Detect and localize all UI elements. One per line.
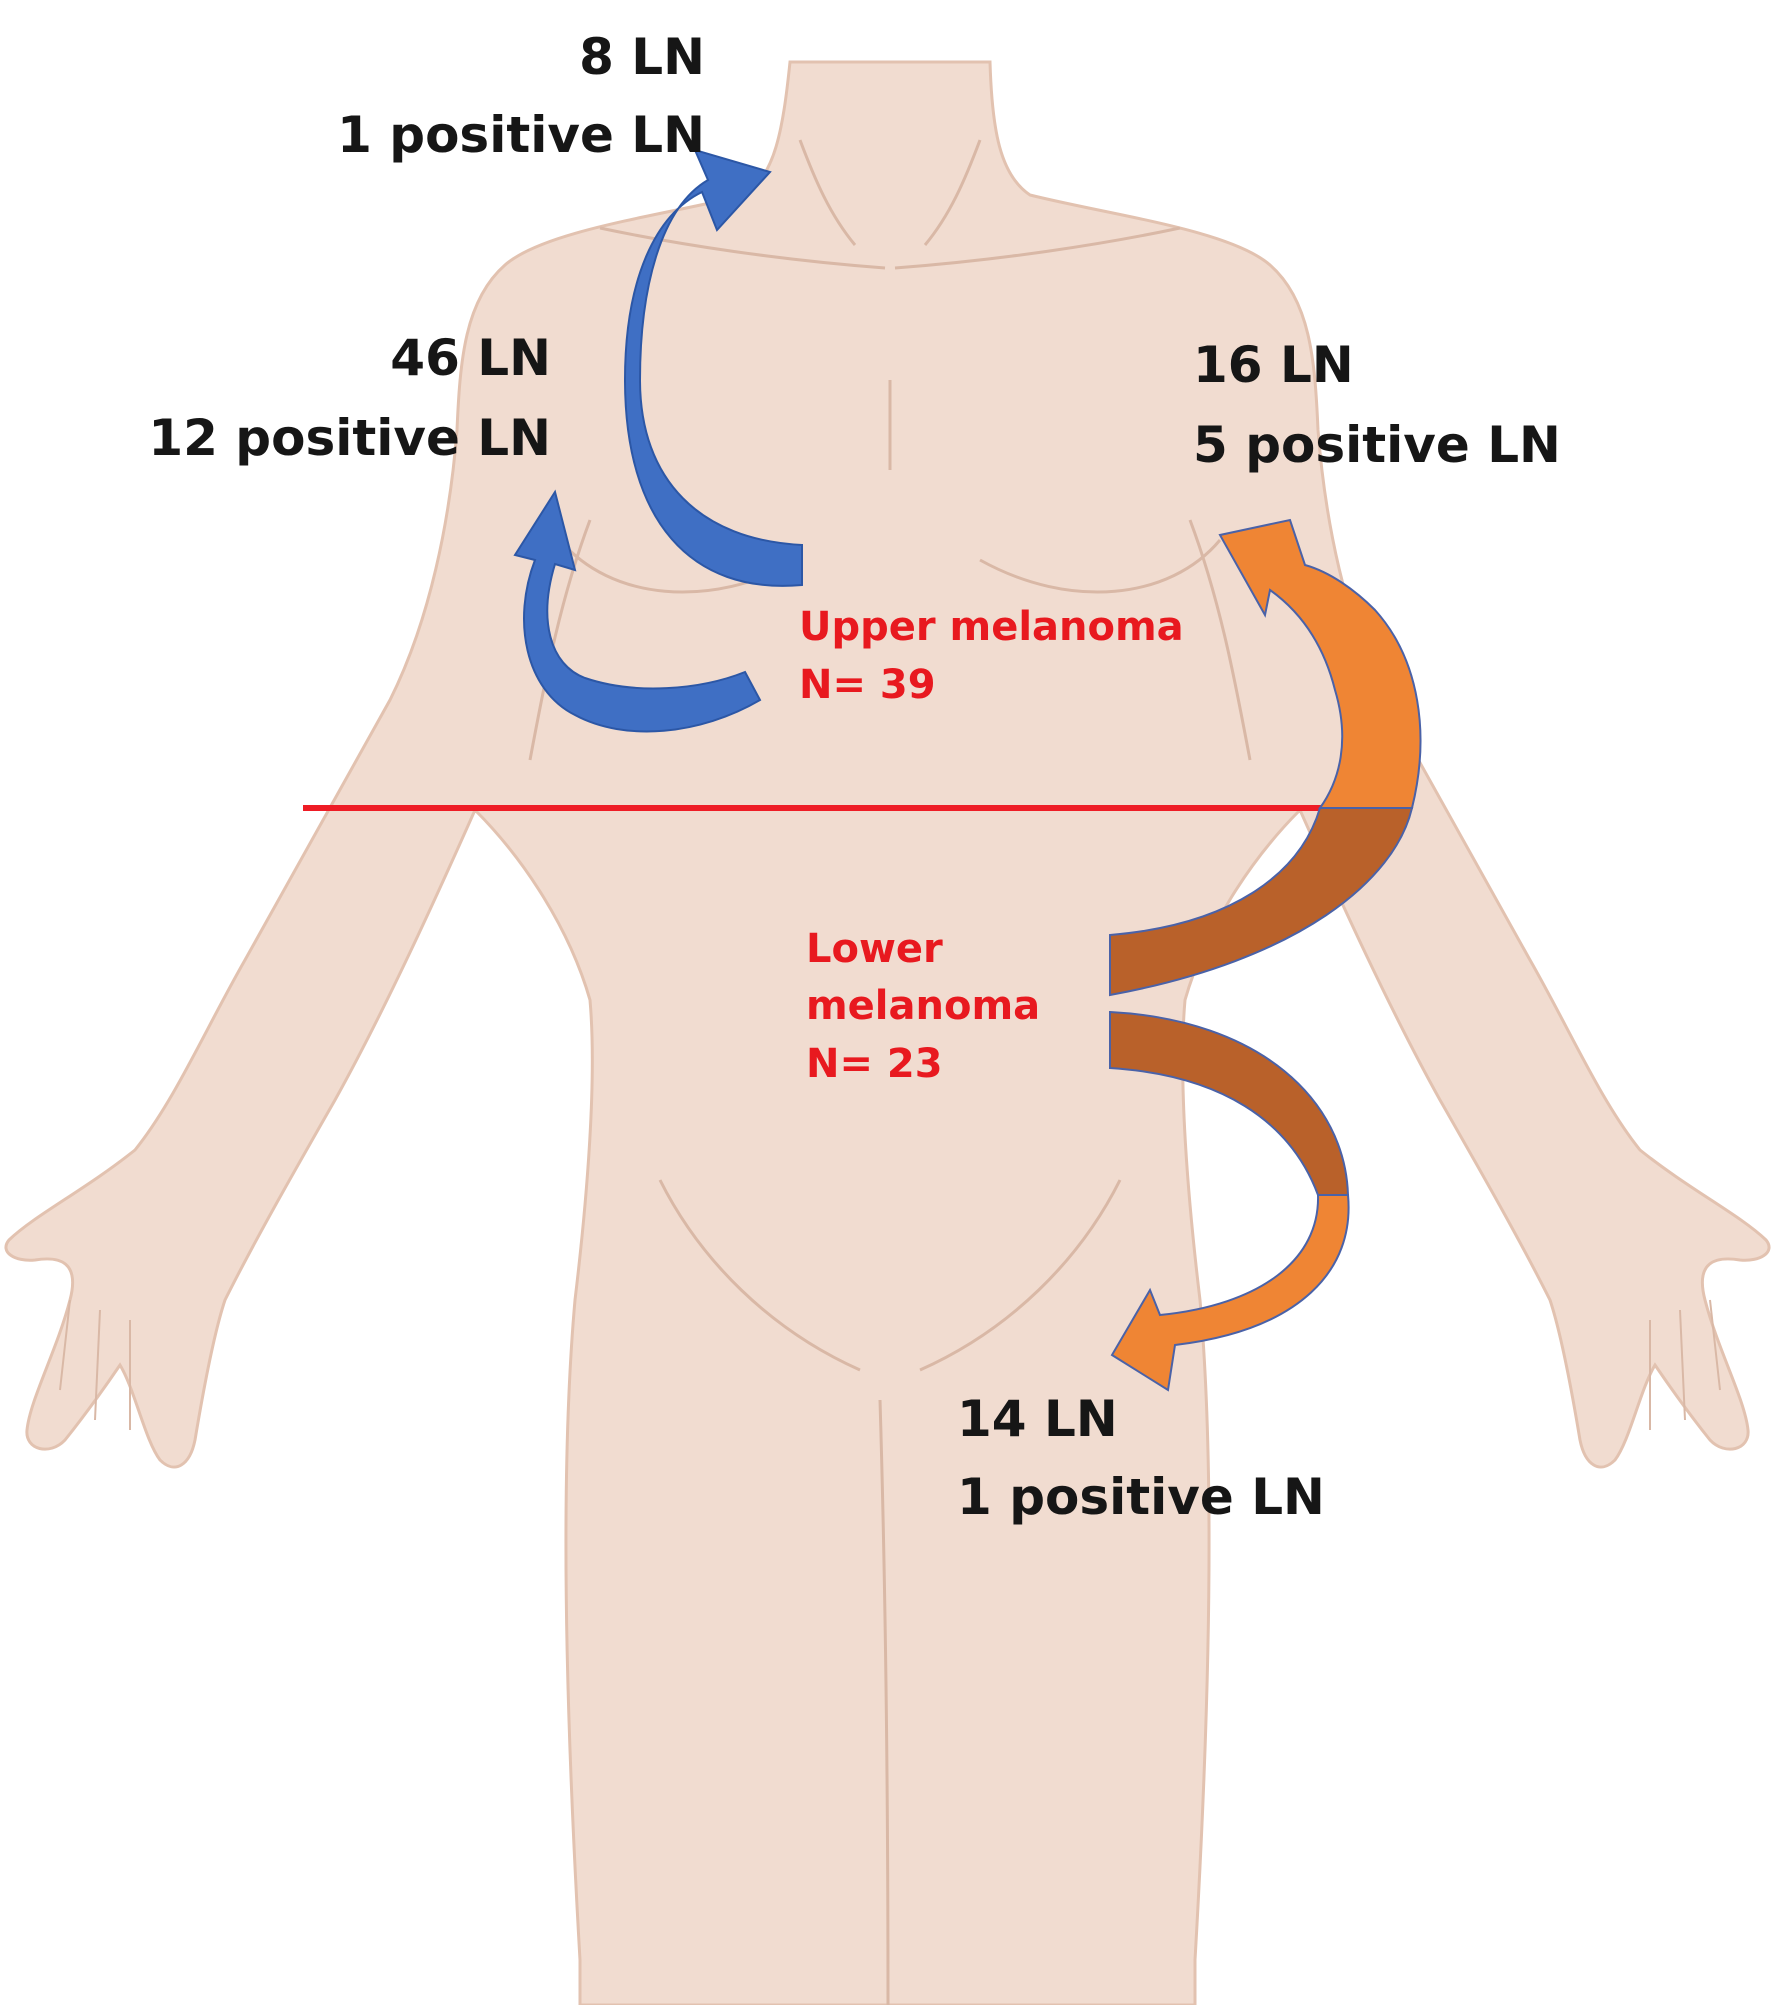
- pectoral-crease-right: [979, 539, 1222, 594]
- neck-ln-count: 8 LN: [579, 28, 705, 86]
- left-axilla-ln-count: 46 LN: [390, 329, 551, 387]
- left-axilla-positive-ln: 12 positive LN: [148, 409, 551, 467]
- clavicle-right: [894, 226, 1181, 270]
- right-axilla-positive-ln: 5 positive LN: [1193, 416, 1561, 474]
- neck-crease-left: [798, 139, 857, 246]
- arrow-lower-to-right-axilla-head: [1218, 518, 1422, 809]
- arrow-lower-to-right-axilla-tail: [1109, 807, 1414, 997]
- arrow-upper-to-neck: [623, 148, 803, 587]
- lower-melanoma-title-line2: melanoma: [806, 983, 1040, 1029]
- hip-crease-right: [919, 1179, 1122, 1372]
- arrow-lower-to-groin-head: [1110, 1194, 1350, 1392]
- lower-melanoma-count: N= 23: [806, 1041, 943, 1087]
- leg-gap: [878, 1399, 890, 2005]
- arrow-upper-to-left-axilla: [513, 489, 762, 733]
- neck-crease-right: [923, 139, 982, 246]
- clavicle-left: [599, 226, 886, 270]
- arm-inner-line-right: [1188, 519, 1252, 761]
- lower-melanoma-label: Lower melanoma N= 23: [806, 926, 1040, 1087]
- neck-positive-ln: 1 positive LN: [337, 106, 705, 164]
- upper-melanoma-label: Upper melanoma N= 39: [799, 604, 1184, 708]
- neck-lymph-node-label: 8 LN 1 positive LN: [337, 28, 705, 164]
- body-outline: [4, 60, 1771, 2005]
- hand-fingers-left: [59, 1299, 131, 1430]
- lower-melanoma-title-line1: Lower: [806, 926, 943, 972]
- left-axilla-lymph-node-label: 46 LN 12 positive LN: [148, 329, 551, 467]
- groin-lymph-node-label: 14 LN 1 positive LN: [957, 1390, 1325, 1526]
- human-body-silhouette: [4, 60, 1771, 2005]
- arm-inner-line-left: [528, 519, 592, 761]
- groin-ln-count: 14 LN: [957, 1390, 1118, 1448]
- right-axilla-lymph-node-label: 16 LN 5 positive LN: [1193, 336, 1561, 474]
- upper-melanoma-count: N= 39: [799, 662, 936, 708]
- groin-positive-ln: 1 positive LN: [957, 1468, 1325, 1526]
- hip-crease-left: [658, 1179, 861, 1372]
- right-axilla-ln-count: 16 LN: [1193, 336, 1354, 394]
- drainage-arrows: [513, 148, 1422, 1392]
- hand-fingers-right: [1649, 1299, 1721, 1430]
- upper-melanoma-title: Upper melanoma: [799, 604, 1184, 650]
